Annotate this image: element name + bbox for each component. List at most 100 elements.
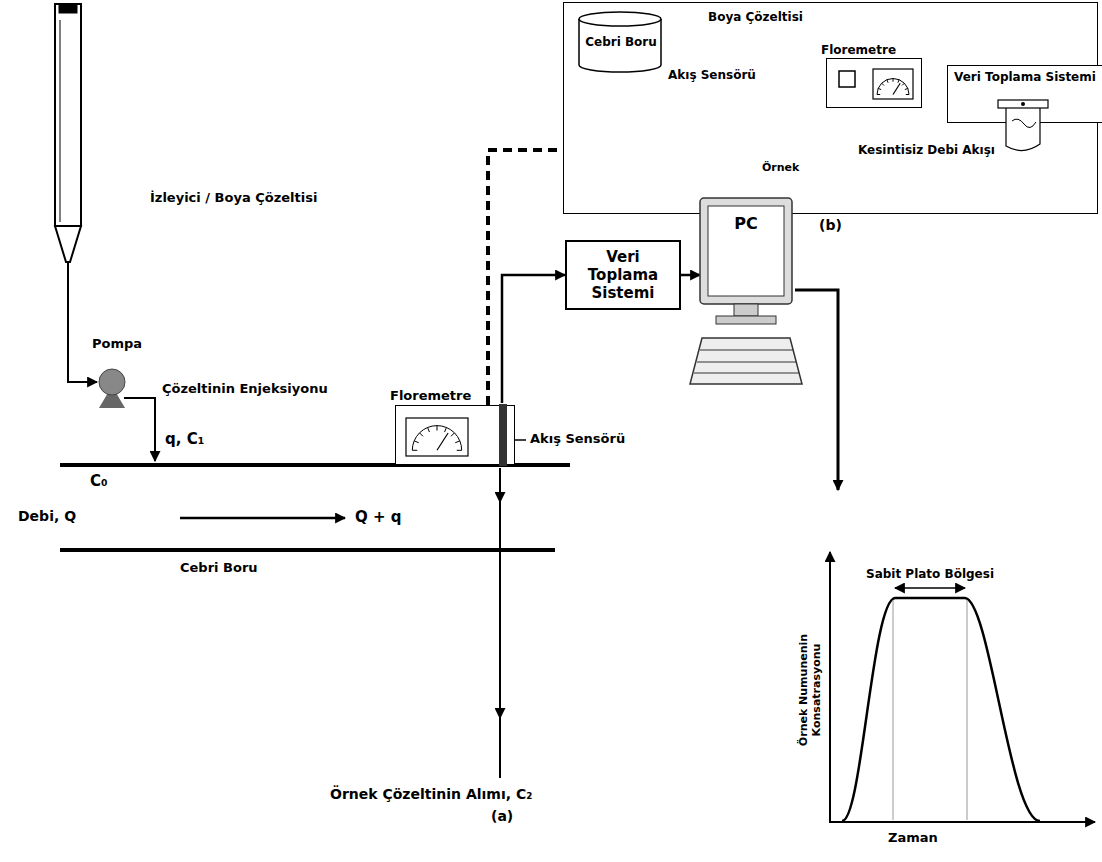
concentration-chart <box>895 587 965 589</box>
fluorometer-box: Floremetre <box>395 405 515 465</box>
node-label: Cebri Boru <box>585 35 657 49</box>
icon-stroke <box>1012 119 1036 127</box>
pipe-cylinder: Cebri Boru <box>578 11 664 73</box>
node-label: Floremetre <box>821 43 896 57</box>
icon-stroke <box>734 304 758 316</box>
icon-stroke <box>873 69 913 99</box>
icon-stroke <box>887 80 888 83</box>
part-label: Debi, Q <box>18 508 76 525</box>
inset-panel: (b)Cebri BoruFloremetreVeri Toplama Sist… <box>563 2 1098 214</box>
icon-stroke <box>877 79 909 95</box>
part-label: Zaman <box>888 830 938 846</box>
floreB-graphic <box>827 59 921 107</box>
part-label: Akış Sensörü <box>668 68 756 82</box>
sample-line <box>499 468 501 778</box>
tracer-syringe <box>55 4 81 226</box>
concentration-chart <box>830 552 1095 822</box>
icon-stroke <box>579 19 661 72</box>
concentration-chart <box>967 600 968 820</box>
icon-stroke <box>882 83 884 85</box>
icon-stroke <box>700 198 792 304</box>
connector <box>502 275 565 403</box>
icon-stroke <box>878 88 881 89</box>
part-label: C₀ <box>90 472 108 490</box>
icon-stroke <box>451 433 454 436</box>
computer: PC <box>700 198 792 326</box>
part-label: Pompa <box>92 336 142 352</box>
node-label: (b) <box>564 217 1097 234</box>
pc-keyboard <box>690 338 802 384</box>
concentration-chart <box>893 600 894 820</box>
pc-keyboard <box>697 362 796 363</box>
icon-stroke <box>906 94 909 95</box>
icon-stroke <box>893 83 900 94</box>
floreA-graphic <box>396 406 514 464</box>
part-label: İzleyici / Boya Çözeltisi <box>150 190 317 206</box>
icon-stroke <box>579 12 661 72</box>
icon-stroke <box>839 71 855 87</box>
output-wire <box>795 290 838 490</box>
pump-symbol <box>124 398 155 461</box>
part-label: (a) <box>491 808 513 825</box>
part-label: Örnek Çözeltinin Alımı, C₂ <box>330 786 532 803</box>
node-label: Floremetre <box>390 388 471 404</box>
icon-stroke <box>998 100 1048 151</box>
icon-stroke <box>905 88 908 89</box>
connector <box>488 150 563 405</box>
concentration-chart <box>842 598 1040 821</box>
part-label: Q + q <box>355 508 402 526</box>
node-label: PC <box>700 214 792 233</box>
icon-stroke <box>499 404 507 466</box>
pc-keyboard <box>694 373 799 374</box>
part-label: Cebri Boru <box>180 560 258 576</box>
icon-stroke <box>412 450 417 451</box>
connector-label: Boya Çözeltisi <box>706 10 805 24</box>
pump-symbol <box>99 369 155 461</box>
part-label: Akış Sensörü <box>530 431 625 447</box>
penstock-pipe <box>180 517 345 520</box>
penstock-pipe <box>60 548 555 552</box>
icon-stroke <box>406 418 468 456</box>
pump-symbol <box>99 369 125 395</box>
icon-stroke <box>445 427 447 432</box>
icon-stroke <box>437 426 438 431</box>
fluorometer-box: Floremetre <box>826 58 922 108</box>
icon-stroke <box>579 12 661 26</box>
icon-stroke <box>437 433 448 450</box>
tracer-syringe <box>55 226 81 262</box>
icon-stroke <box>420 433 423 436</box>
icon-stroke <box>893 79 894 82</box>
sample-line <box>499 468 501 502</box>
tracer-syringe <box>55 4 97 382</box>
penstock-pipe <box>60 465 570 550</box>
node-label: Veri Toplama Sistemi <box>573 248 673 302</box>
node-label: Veri Toplama Sistemi <box>954 70 1096 86</box>
icon-stroke <box>716 316 776 324</box>
axis-label: Örnek Numunenin Konsatrasyonu <box>797 615 823 765</box>
part-label: Kesintisiz Debi Akışı <box>858 143 995 157</box>
icon-stroke <box>412 426 461 451</box>
pc-keyboard <box>700 350 793 351</box>
tracer-syringe <box>59 4 77 13</box>
icon-stroke <box>457 450 462 451</box>
icon-stroke <box>1006 108 1040 151</box>
icon-stroke <box>839 69 913 99</box>
sample-line <box>499 500 501 718</box>
sample-line <box>499 716 501 778</box>
icon-stroke <box>700 198 792 324</box>
data-logger-box: Veri Toplama Sistemi <box>947 65 1102 123</box>
icon-stroke <box>1021 102 1025 106</box>
part-label: q, C₁ <box>165 430 204 448</box>
part-label: Çözeltinin Enjeksiyonu <box>162 381 328 397</box>
icon-stroke <box>406 404 507 466</box>
data-logger-box: Veri Toplama Sistemi <box>565 240 681 310</box>
icon-stroke <box>877 94 880 95</box>
icon-stroke <box>414 441 419 443</box>
concentration-chart <box>830 552 1095 822</box>
connector <box>681 274 700 277</box>
part-label: Sabit Plato Bölgesi <box>866 567 994 581</box>
icon-stroke <box>998 100 1048 108</box>
tracer-syringe <box>68 262 97 382</box>
icon-stroke <box>898 80 899 83</box>
